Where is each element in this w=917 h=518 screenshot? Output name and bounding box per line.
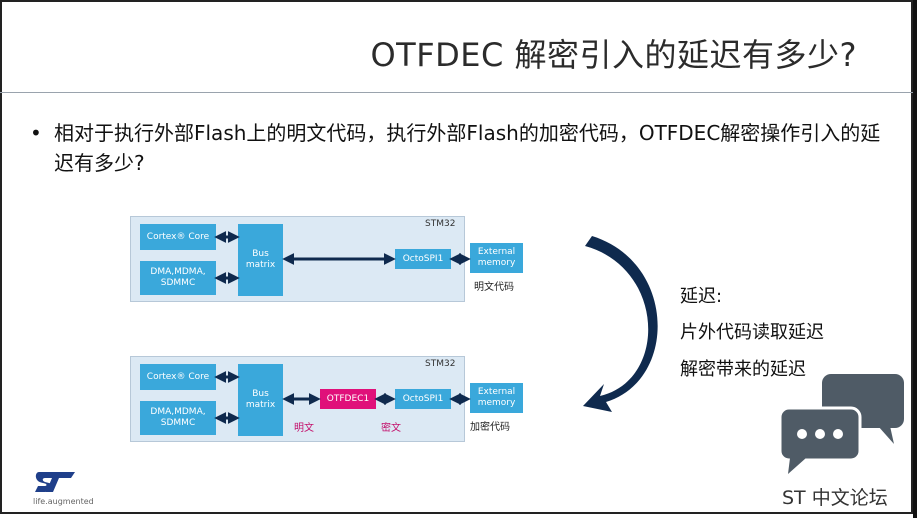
- external-memory-top: External memory: [470, 243, 523, 273]
- curved-transition-arrow: [583, 236, 658, 412]
- label-ciphertext: 密文: [381, 423, 401, 434]
- dma-block-top: DMA,MDMA, SDMMC: [140, 261, 216, 295]
- logo-tagline: life.augmented: [33, 497, 94, 506]
- forum-name: ST 中文论坛: [782, 487, 888, 509]
- stm32-label-bottom: STM32: [425, 359, 456, 369]
- octospi-top: OctoSPI1: [395, 249, 451, 269]
- stm32-label-top: STM32: [425, 219, 456, 229]
- bullet-dot: •: [30, 121, 42, 145]
- bullet-text: 相对于执行外部Flash上的明文代码，执行外部Flash的加密代码，OTFDEC…: [54, 121, 881, 175]
- title-divider: [0, 92, 913, 93]
- label-plaintext: 明文: [294, 423, 314, 434]
- cortex-core-bottom: Cortex® Core: [140, 364, 216, 390]
- caption-encrypted-code: 加密代码: [470, 422, 510, 433]
- caption-plain-code: 明文代码: [474, 282, 514, 293]
- bus-matrix-top: Bus matrix: [238, 224, 283, 296]
- cortex-core-top: Cortex® Core: [140, 224, 216, 250]
- delay-item-decrypt: 解密带来的延迟: [680, 359, 806, 380]
- chat-bubbles-icon: [778, 374, 904, 474]
- delay-heading: 延迟:: [680, 286, 723, 307]
- dma-block-bottom: DMA,MDMA, SDMMC: [140, 401, 216, 435]
- window-edge: [913, 0, 917, 518]
- delay-item-read: 片外代码读取延迟: [680, 322, 824, 343]
- external-memory-bottom: External memory: [470, 383, 523, 413]
- bus-matrix-bottom: Bus matrix: [238, 364, 283, 436]
- st-logo-icon: [35, 472, 75, 492]
- octospi-bottom: OctoSPI1: [395, 389, 451, 409]
- otfdec-block: OTFDEC1: [320, 389, 376, 409]
- slide-title: OTFDEC 解密引入的延迟有多少?: [370, 36, 857, 74]
